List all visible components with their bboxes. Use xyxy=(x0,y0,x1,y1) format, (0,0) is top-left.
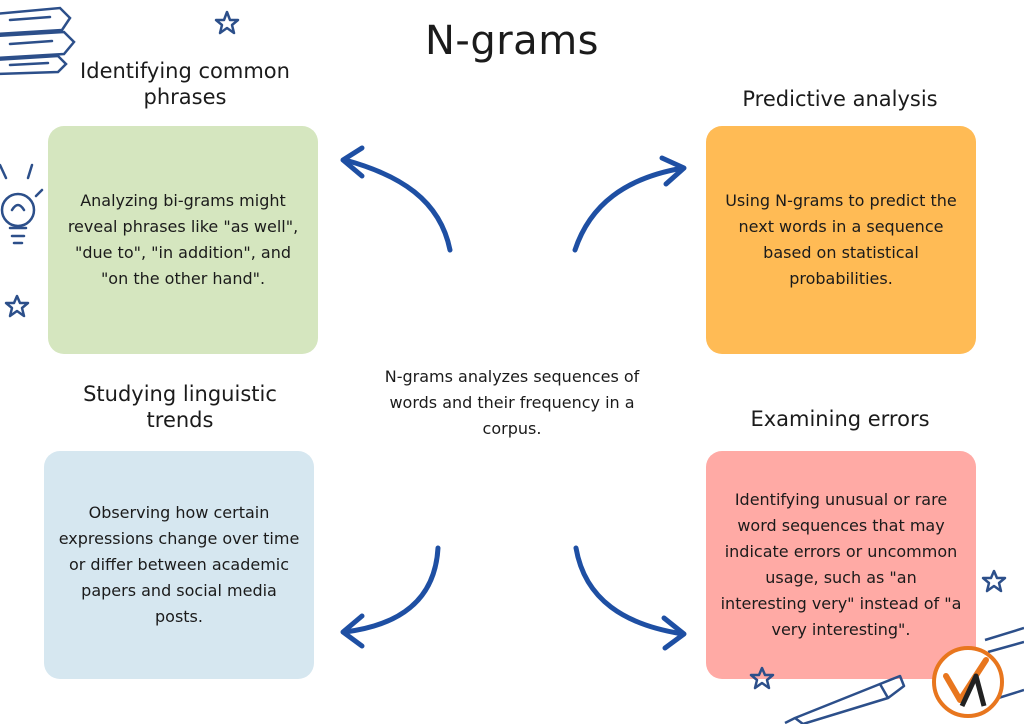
card-linguistic-trends: Observing how certain expressions change… xyxy=(44,451,314,679)
card-common-phrases-text: Analyzing bi-grams might reveal phrases … xyxy=(67,191,299,288)
star-icon xyxy=(981,569,1007,593)
card-linguistic-trends-text: Observing how certain expressions change… xyxy=(58,503,300,626)
card-predictive-analysis-text: Using N-grams to predict the next words … xyxy=(725,191,957,288)
notebook-icon xyxy=(984,626,1024,702)
card-examining-errors-text: Identifying unusual or rare word sequenc… xyxy=(720,490,962,639)
heading-predictive-analysis: Predictive analysis xyxy=(742,87,938,111)
arrow-top-right xyxy=(572,155,687,253)
card-common-phrases: Analyzing bi-grams might reveal phrases … xyxy=(48,126,318,354)
arrow-bottom-right xyxy=(573,545,687,651)
heading-linguistic-trends: Studying linguistic trends xyxy=(83,382,277,432)
card-examining-errors: Identifying unusual or rare word sequenc… xyxy=(706,451,976,679)
arrow-top-left xyxy=(340,145,453,253)
heading-common-phrases: Identifying common phrases xyxy=(80,59,290,109)
star-icon xyxy=(4,294,30,318)
center-description: N-grams analyzes sequences of words and … xyxy=(384,367,640,438)
card-predictive-analysis: Using N-grams to predict the next words … xyxy=(706,126,976,354)
pen-icon xyxy=(784,674,906,724)
heading-examining-errors: Examining errors xyxy=(750,407,930,431)
page-title: N-grams xyxy=(424,18,599,64)
arrow-bottom-left xyxy=(340,545,441,649)
lightbulb-icon xyxy=(0,163,44,245)
